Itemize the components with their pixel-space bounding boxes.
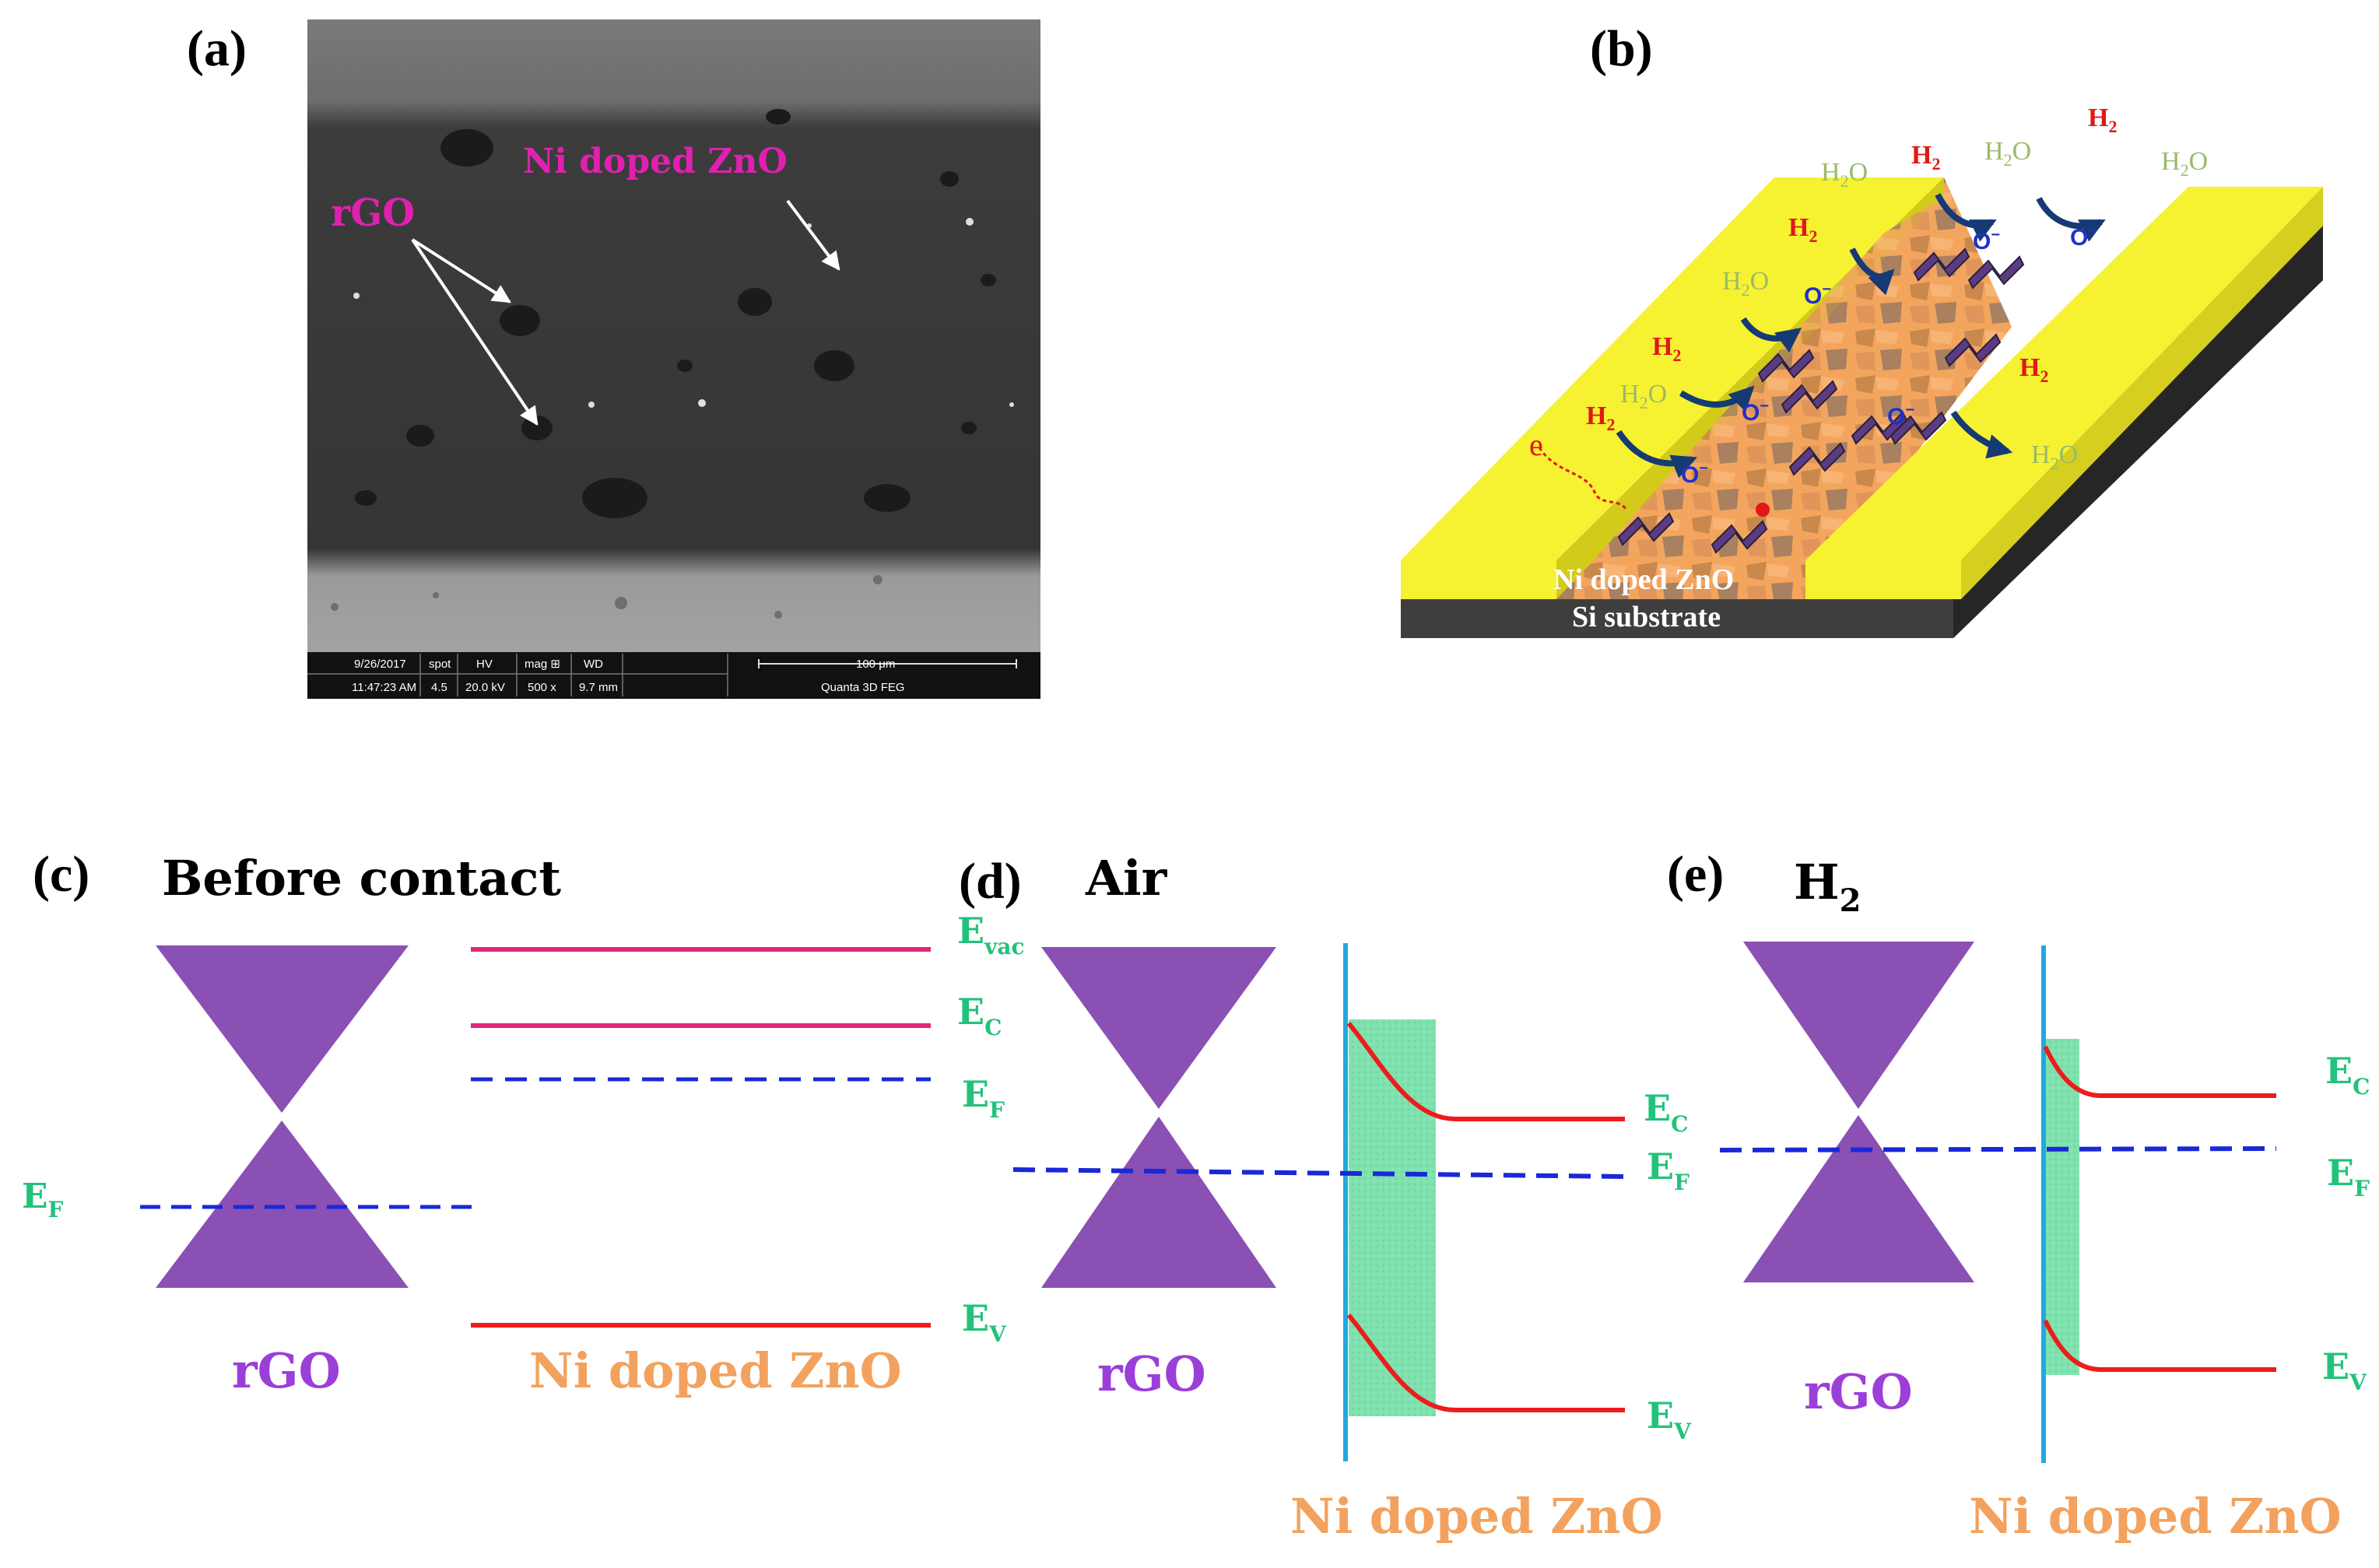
panel-e: (e) H2 EC EF EV rGO Ni doped ZnO — [1667, 846, 2370, 1545]
sem-date: 9/26/2017 — [354, 658, 406, 671]
o-ion: O− — [2070, 223, 2097, 251]
sem-mag: 500 x — [528, 681, 556, 694]
valence-band — [1346, 1314, 1625, 1412]
sem-arrows — [411, 199, 840, 426]
ev-label: EV — [1647, 1394, 1692, 1444]
h2-label: H2 — [2088, 103, 2117, 136]
panel-d-label: (d) — [959, 853, 1022, 910]
fermi-level — [1012, 1167, 1626, 1179]
ec-label: EC — [1644, 1087, 1688, 1137]
fermi-level — [1719, 1146, 2277, 1152]
o-ion: O− — [1804, 281, 1831, 309]
conduction-band — [1346, 1022, 1625, 1121]
depletion-region — [1349, 1019, 1436, 1416]
oxygen-ions: O− O− O− O− O− O− — [1681, 223, 2097, 488]
panel-d-title: Air — [1085, 850, 1168, 907]
h2-label: H2 — [1788, 213, 1817, 246]
valence-band — [2043, 1319, 2276, 1372]
sem-wd-header: WD — [584, 658, 603, 671]
sem-mag-header: mag ⊞ — [525, 658, 560, 671]
panel-b-label: (b) — [1590, 20, 1653, 77]
ec-label: EC — [957, 991, 1002, 1040]
panel-c-label: (c) — [33, 846, 89, 903]
h2o-label: H2O — [1821, 158, 1868, 191]
o-ion: O− — [1681, 460, 1708, 488]
sem-instrument: Quanta 3D FEG — [821, 681, 905, 694]
sem-label-rgo: rGO — [331, 191, 415, 235]
h2-label: H2 — [1911, 141, 1940, 174]
sem-spot-header: spot — [429, 658, 451, 671]
panel-e-label: (e) — [1667, 846, 1724, 903]
sem-spot: 4.5 — [431, 681, 447, 694]
sem-image: 9/26/2017 11:47:23 AM spot 4.5 HV 20.0 k… — [307, 19, 1040, 699]
sem-scale-label: 100 μm — [856, 658, 895, 671]
ef-label: EF — [962, 1073, 1005, 1123]
reaction-arrows — [1616, 193, 2106, 479]
rgo-dirac-cone — [1041, 947, 1276, 1288]
h2-label: H2 — [1652, 332, 1681, 365]
rgo-fermi-label: EF — [22, 1177, 64, 1222]
o-ion: O− — [1973, 226, 2000, 254]
h2o-label: H2O — [1620, 380, 1667, 412]
ec-label: EC — [2325, 1050, 2370, 1100]
electron-label: e — [1529, 427, 1543, 462]
panel-e-title: H2 — [1794, 854, 1861, 919]
h2o-label: H2O — [2031, 440, 2078, 473]
ni-zno-label: Ni doped ZnO — [1969, 1488, 2342, 1545]
ni-zno-label: Ni doped ZnO — [1290, 1488, 1663, 1545]
o-ion: O− — [1887, 402, 1914, 430]
rgo-label: rGO — [232, 1342, 341, 1399]
sem-particles — [355, 109, 996, 518]
layer-label-ni-zno: Ni doped ZnO — [1553, 563, 1734, 596]
h2o-label: H2O — [1984, 137, 2031, 170]
conduction-band — [2043, 1045, 2276, 1098]
panel-a-label: (a) — [187, 20, 247, 77]
panel-a: (a) — [187, 19, 1040, 699]
ni-zno-label: Ni doped ZnO — [529, 1342, 902, 1399]
sem-lower-specks — [331, 575, 882, 619]
h2o-label: H2O — [2161, 147, 2208, 180]
rgo-dirac-cone — [1743, 942, 1974, 1282]
electron-path — [1538, 447, 1628, 510]
rgo-label: rGO — [1097, 1345, 1206, 1402]
h2-label: H2 — [2019, 353, 2048, 386]
left-electrode — [1401, 177, 1944, 560]
panel-c-title: Before contact — [162, 850, 561, 907]
sem-databar — [307, 652, 1040, 699]
sem-label-ni-zno: Ni doped ZnO — [523, 142, 788, 181]
ev-label: EV — [962, 1297, 1007, 1347]
sem-time: 11:47:23 AM — [352, 681, 416, 694]
h2-label: H2 — [1586, 402, 1615, 434]
ef-label: EF — [1647, 1145, 1690, 1195]
device-schematic: e H2O H2 H2O H2 H2O H2 H2O H2 H2O — [1401, 103, 2323, 638]
rgo-flakes — [1617, 247, 2025, 554]
right-electrode — [1805, 187, 2323, 560]
depletion-region — [2045, 1039, 2079, 1375]
sem-hv-header: HV — [476, 658, 493, 671]
sem-wd: 9.7 mm — [579, 681, 618, 694]
panel-d: (d) Air EC EF EV rGO Ni doped ZnO — [959, 850, 1692, 1545]
rgo-dirac-cone — [156, 945, 409, 1288]
rgo-label: rGO — [1804, 1363, 1913, 1420]
ef-label: EF — [2327, 1152, 2370, 1201]
evac-label: Evac — [957, 910, 1025, 959]
gas-species: H2O H2 H2O H2 H2O H2 H2O H2 H2O H2 H2 H2… — [1586, 103, 2208, 473]
panel-c: (c) Before contact EF Evac EC EF EV rGO … — [22, 846, 1025, 1399]
o-ion: O− — [1742, 398, 1769, 426]
ev-label: EV — [2322, 1345, 2367, 1395]
h2o-label: H2O — [1722, 267, 1769, 300]
sem-hv: 20.0 kV — [465, 681, 505, 694]
sem-bright-specks — [353, 218, 1014, 408]
panel-b: (b) — [1401, 20, 2323, 638]
sem-scalebar — [758, 659, 1017, 668]
layer-label-si: Si substrate — [1572, 601, 1721, 633]
